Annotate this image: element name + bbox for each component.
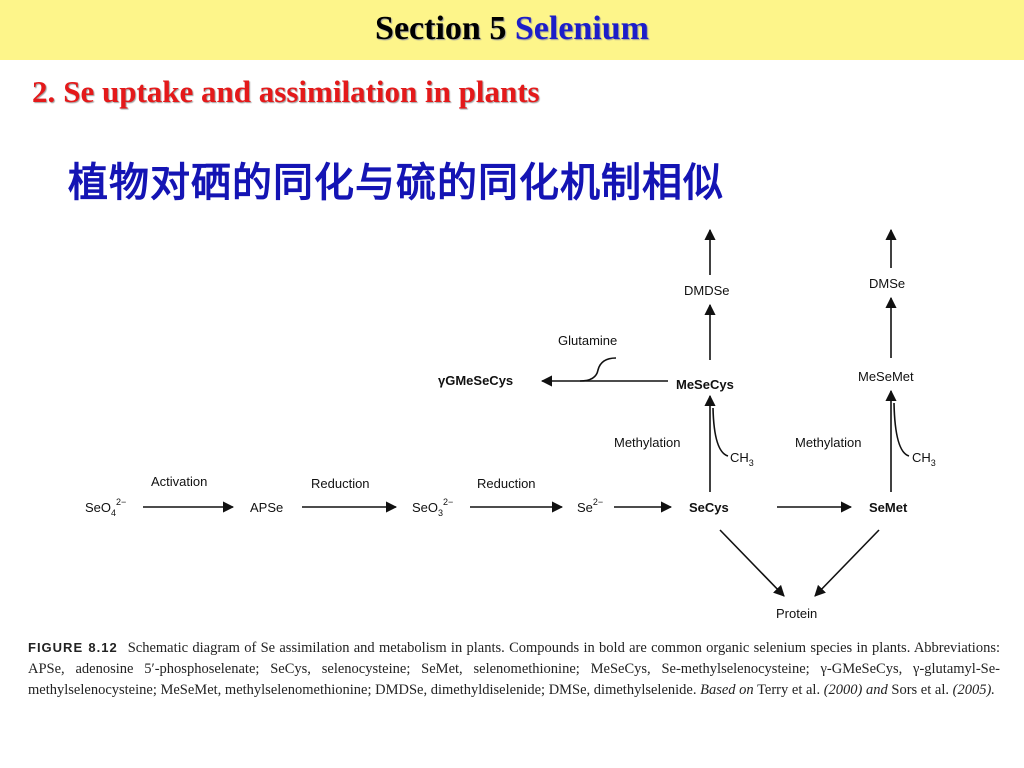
slide-title: Section 5 Selenium [0, 10, 1024, 48]
section-label: Section 5 [375, 10, 507, 47]
caption-author-1: Terry [757, 682, 789, 698]
caption-source-1: Based on [700, 682, 754, 698]
label-reduction-2: Reduction [477, 476, 536, 491]
node-dmdse: DMDSe [684, 283, 730, 298]
node-seo4: SeO42− [85, 497, 126, 518]
title-banner [0, 0, 1024, 60]
glutamine-hook [579, 357, 617, 382]
label-methylation-1: Methylation [614, 435, 680, 450]
arrow-secys-protein [719, 529, 785, 597]
caption-text: Schematic diagram of Se assimilation and… [28, 640, 1000, 698]
slide-subtitle: 2.Se uptake and assimilation in plants [32, 74, 540, 110]
caption-year-2: (2005). [952, 682, 995, 698]
label-ch3-2: CH3 [912, 450, 936, 468]
section-topic: Selenium [514, 10, 649, 47]
label-methylation-2: Methylation [795, 435, 861, 450]
label-reduction-1: Reduction [311, 476, 370, 491]
subtitle-text: Se uptake and assimilation in plants [63, 74, 540, 109]
node-mesemet: MeSeMet [858, 369, 914, 384]
caption-etal-1: et al. [791, 682, 821, 698]
node-mesecys: MeSeCys [676, 377, 734, 392]
node-dmse: DMSe [869, 276, 905, 291]
node-semet: SeMet [869, 500, 908, 515]
node-protein: Protein [776, 606, 817, 621]
caption-etal-2: et al. [920, 682, 949, 698]
label-activation: Activation [151, 474, 207, 489]
node-secys: SeCys [689, 500, 729, 515]
node-gmesecys: γGMeSeCys [438, 373, 513, 388]
chinese-statement: 植物对硒的同化与硫的同化机制相似 [68, 160, 724, 206]
ch3-hook-2 [893, 402, 910, 457]
caption-author-2: Sors [891, 682, 918, 698]
node-apse: APSe [250, 500, 283, 515]
figure-label: FIGURE 8.12 [28, 640, 118, 655]
ch3-hook-1 [712, 407, 729, 457]
caption-year-1: (2000) and [823, 682, 888, 698]
label-ch3-1: CH3 [730, 450, 754, 468]
node-seo3: SeO32− [412, 497, 453, 518]
subtitle-number: 2. [32, 74, 56, 109]
arrow-semet-protein [814, 529, 880, 597]
node-se2: Se2− [577, 497, 603, 515]
label-glutamine: Glutamine [558, 333, 617, 348]
